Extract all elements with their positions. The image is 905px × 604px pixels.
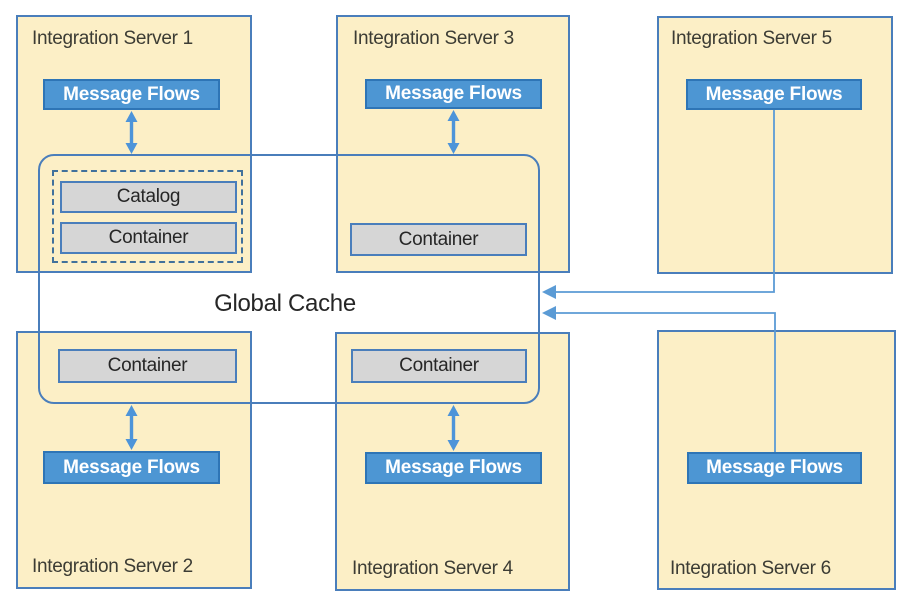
- message-flows-server-3: Message Flows: [365, 79, 542, 109]
- container-box-server-1: Container: [60, 222, 237, 254]
- message-flows-server-5: Message Flows: [686, 79, 862, 110]
- integration-server-5-label: Integration Server 5: [671, 28, 832, 49]
- catalog-box-server-1: Catalog: [60, 181, 237, 213]
- integration-server-2-box: Integration Server 2 Container Message F…: [16, 331, 252, 589]
- container-box-server-3: Container: [350, 223, 527, 256]
- global-cache-label: Global Cache: [214, 290, 356, 317]
- integration-server-3-label: Integration Server 3: [353, 28, 514, 49]
- integration-server-6-label: Integration Server 6: [670, 558, 831, 579]
- message-flows-server-6: Message Flows: [687, 452, 862, 484]
- message-flows-server-1: Message Flows: [43, 79, 220, 110]
- message-flows-server-4: Message Flows: [365, 452, 542, 484]
- container-box-server-4: Container: [351, 349, 527, 383]
- catalog-container-group-server-1: [52, 170, 243, 263]
- integration-server-1-label: Integration Server 1: [32, 28, 193, 49]
- integration-server-5-box: Integration Server 5 Message Flows: [657, 16, 893, 274]
- integration-server-4-box: Integration Server 4 Container Message F…: [335, 332, 570, 591]
- message-flows-server-2: Message Flows: [43, 451, 220, 484]
- integration-server-6-box: Integration Server 6 Message Flows: [657, 330, 896, 590]
- integration-server-4-label: Integration Server 4: [352, 558, 513, 579]
- container-box-server-2: Container: [58, 349, 237, 383]
- global-cache-outline: [38, 154, 540, 404]
- integration-server-2-label: Integration Server 2: [32, 556, 193, 577]
- integration-server-1-box: Integration Server 1 Message Flows Catal…: [16, 15, 252, 273]
